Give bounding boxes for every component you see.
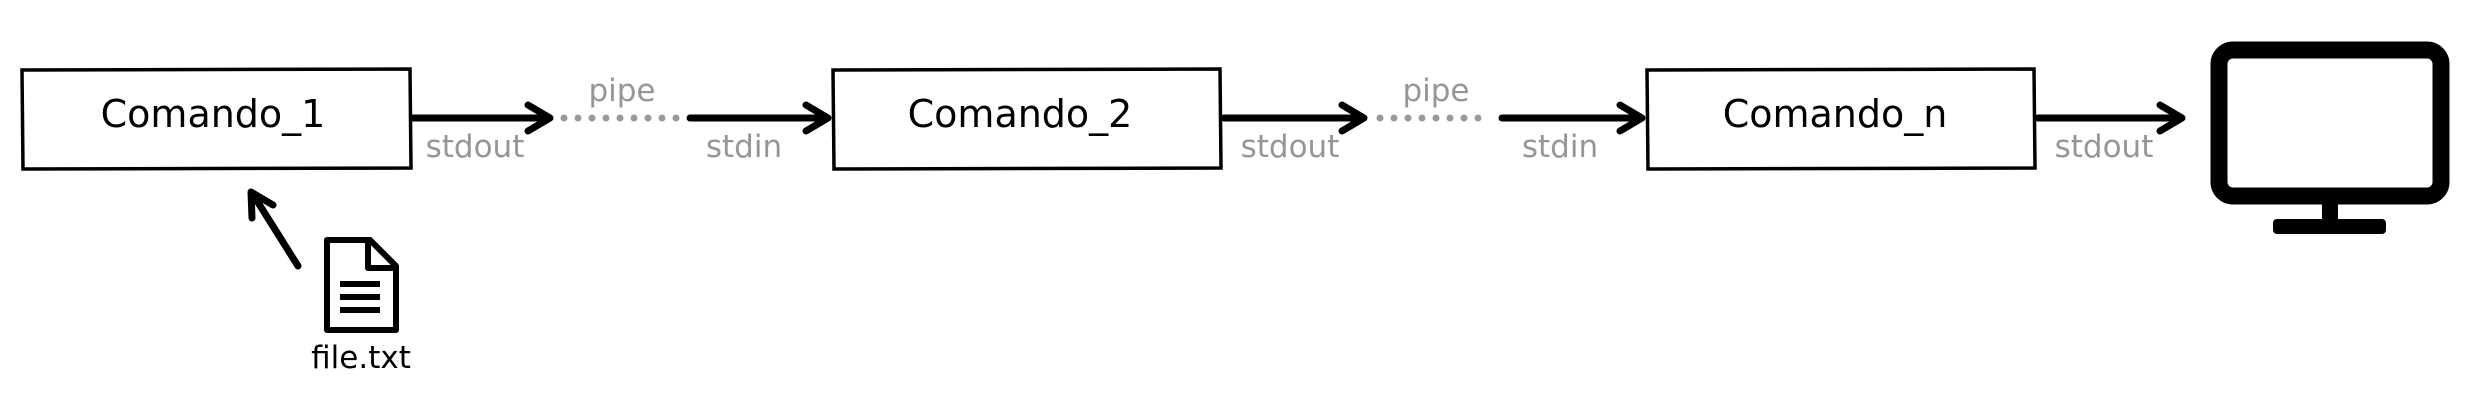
command-label-2: Comando_2 <box>908 92 1133 136</box>
stdout-label-final: stdout <box>2055 129 2154 165</box>
file-label: file.txt <box>311 340 411 376</box>
monitor-icon <box>2210 41 2450 234</box>
stdout-arrow-final <box>2034 101 2186 135</box>
pipe-label-1: pipe <box>588 73 655 109</box>
stdout-arrow-1 <box>409 101 554 135</box>
command-label-1: Comando_1 <box>101 92 326 136</box>
stdout-label-2: stdout <box>1241 129 1340 165</box>
stdin-arrow-2 <box>1498 101 1646 135</box>
document-icon <box>324 237 399 333</box>
command-box-1: Comando_1 <box>20 67 413 171</box>
stdout-label-1: stdout <box>426 129 525 165</box>
stdout-arrow-2 <box>1220 101 1368 135</box>
command-box-n: Comando_n <box>1645 67 2037 171</box>
command-box-2: Comando_2 <box>831 67 1223 171</box>
stdin-label-1: stdin <box>706 129 782 165</box>
pipe-label-2: pipe <box>1402 73 1469 109</box>
command-label-n: Comando_n <box>1723 92 1948 136</box>
stdin-arrow-1 <box>686 101 832 135</box>
file-input-arrow <box>247 188 302 270</box>
stdin-label-2: stdin <box>1522 129 1598 165</box>
